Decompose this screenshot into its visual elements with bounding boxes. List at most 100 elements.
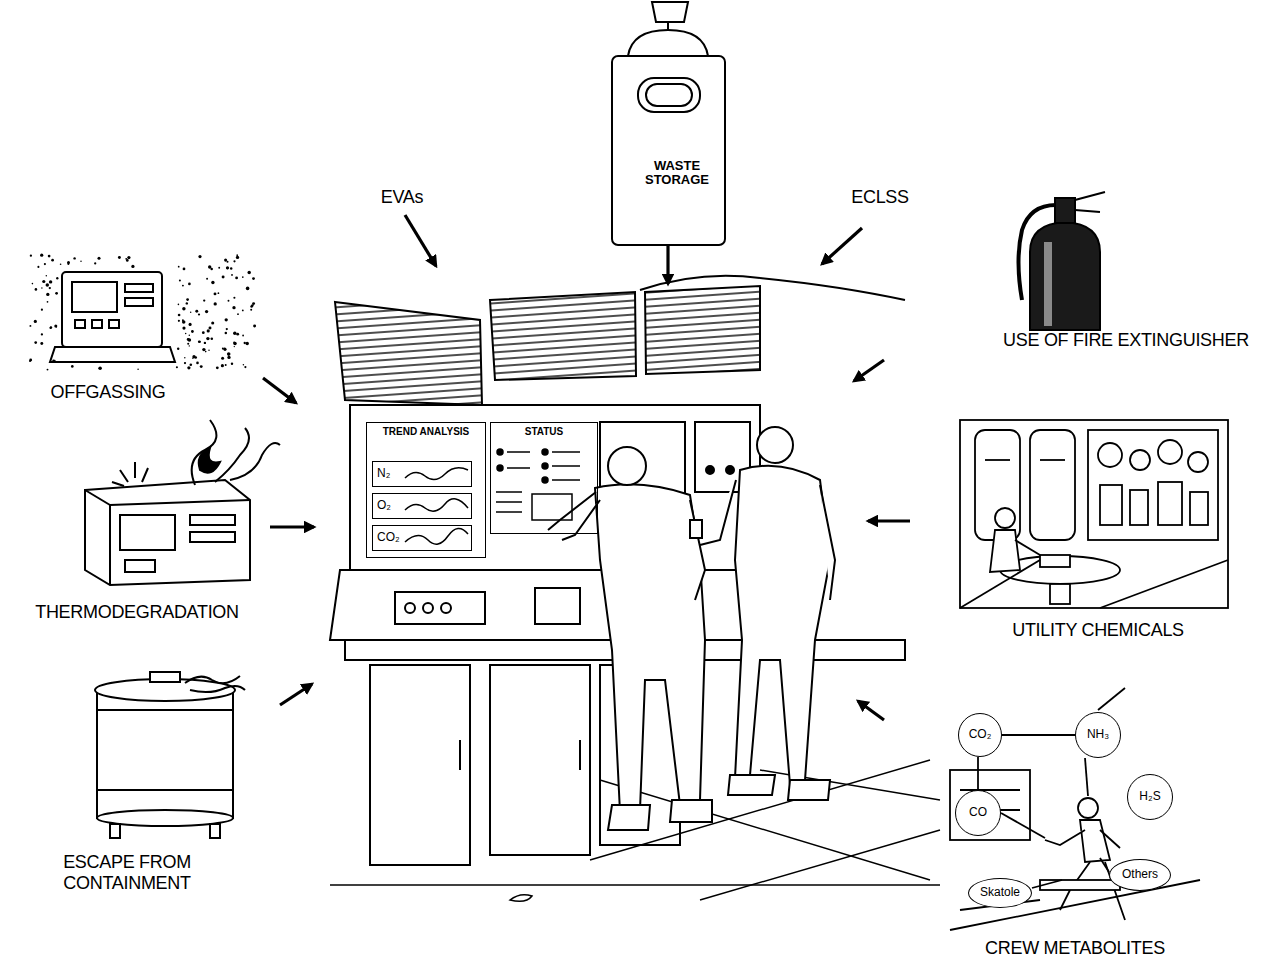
offgas-particles <box>204 342 206 344</box>
exercise-scene <box>1085 758 1088 796</box>
offgas-particles <box>51 259 54 262</box>
source-arrows <box>666 246 669 284</box>
offgas-particles <box>47 369 49 371</box>
burning-device <box>190 532 235 542</box>
offgas-particles <box>226 328 228 330</box>
waste-container <box>612 56 725 245</box>
console <box>490 665 590 855</box>
offgas-particles <box>191 330 194 333</box>
burning-device <box>199 448 220 473</box>
exercise-scene <box>1032 880 1062 888</box>
offgas-particles <box>182 320 186 324</box>
utility-room <box>1188 452 1208 472</box>
offgas-particles <box>211 321 214 324</box>
containment-vessel <box>97 690 233 818</box>
offgas-particles <box>46 283 49 286</box>
console <box>535 588 580 624</box>
offgas-particles <box>52 359 55 362</box>
fire-extinguisher <box>1019 205 1057 300</box>
offgas-particles <box>227 352 231 356</box>
offgas-particles <box>231 362 233 364</box>
offgas-particles <box>233 260 235 262</box>
offgassing-computer <box>50 347 175 362</box>
offgas-particles <box>230 267 232 269</box>
node-text: TREND ANALYSIS <box>367 426 485 437</box>
offgas-particles <box>221 364 224 367</box>
offgas-particles <box>177 348 179 350</box>
utility-room <box>990 530 1020 572</box>
floor-tiles <box>760 770 940 800</box>
console <box>330 570 800 640</box>
utility-room <box>1040 459 1065 461</box>
utility-room <box>1030 430 1075 540</box>
screen-decor <box>542 463 548 469</box>
offgas-particles <box>234 346 235 347</box>
offgas-particles <box>183 268 186 271</box>
offgas-particles <box>247 271 250 274</box>
offgas-particles <box>208 265 211 268</box>
containment-vessel <box>95 672 245 838</box>
overhead-panels <box>335 302 482 405</box>
offgas-particles <box>186 302 188 304</box>
exercise-scene <box>1100 858 1109 872</box>
offgas-particles <box>40 342 43 345</box>
screen-decor <box>496 511 522 513</box>
node-text: CO₂ <box>969 728 992 741</box>
source-arrows <box>270 525 314 528</box>
offgas-particles <box>41 309 43 311</box>
offgas-particles <box>186 298 189 301</box>
waste-container <box>652 2 688 22</box>
offgas-particles <box>214 292 217 295</box>
offgas-particles <box>236 254 238 256</box>
offgas-particles <box>176 366 178 368</box>
overhead-panels <box>490 292 636 380</box>
gas-circle: H₂S <box>1127 774 1173 820</box>
gas-trend-row: O₂ <box>372 493 472 519</box>
offgas-particles <box>203 299 205 301</box>
offgas-particles <box>46 293 49 296</box>
screen-decor <box>405 468 468 480</box>
offgas-particles <box>98 367 102 371</box>
offgas-particles <box>67 261 70 264</box>
source-arrows <box>263 378 296 403</box>
offgas-particles <box>178 304 180 306</box>
source-arrows <box>868 519 910 522</box>
offgas-particles <box>200 365 203 368</box>
crew-figures <box>595 484 705 812</box>
offgas-particles <box>218 292 220 294</box>
offgassing-computer <box>109 320 119 328</box>
gas-circle: CO₂ <box>958 713 1002 757</box>
burning-device <box>112 462 148 486</box>
crew-figures <box>562 500 600 540</box>
utility-room <box>1100 485 1122 525</box>
offgas-particles <box>188 283 191 286</box>
offgas-particles <box>60 263 62 265</box>
crew-figures <box>788 780 830 800</box>
offgas-particles <box>205 351 207 353</box>
containment-vessel <box>185 676 245 692</box>
screen-decor <box>507 467 530 469</box>
offgas-particles <box>224 259 227 262</box>
offgas-particles <box>218 267 220 269</box>
console <box>726 466 734 474</box>
offgas-particles <box>55 292 58 295</box>
utility-room <box>1190 492 1208 525</box>
offgas-particles <box>224 348 226 350</box>
gas-circle: CO <box>955 790 1001 836</box>
offgas-particles <box>244 366 246 368</box>
offgas-particles <box>184 362 186 364</box>
offgas-particles <box>253 325 256 328</box>
overhead-panels <box>645 286 760 374</box>
containment-vessel <box>150 672 180 682</box>
offgas-particles <box>47 301 49 303</box>
utility-room <box>1100 560 1228 608</box>
source-arrows <box>280 684 312 705</box>
exercise-scene <box>950 688 1200 930</box>
crew-figures <box>690 520 702 538</box>
exercise-scene <box>1100 830 1120 848</box>
console <box>423 603 433 613</box>
overhead-panels <box>640 276 760 290</box>
offgassing-computer <box>92 320 102 328</box>
screen-decor <box>552 465 580 467</box>
offgas-particles <box>182 285 184 287</box>
